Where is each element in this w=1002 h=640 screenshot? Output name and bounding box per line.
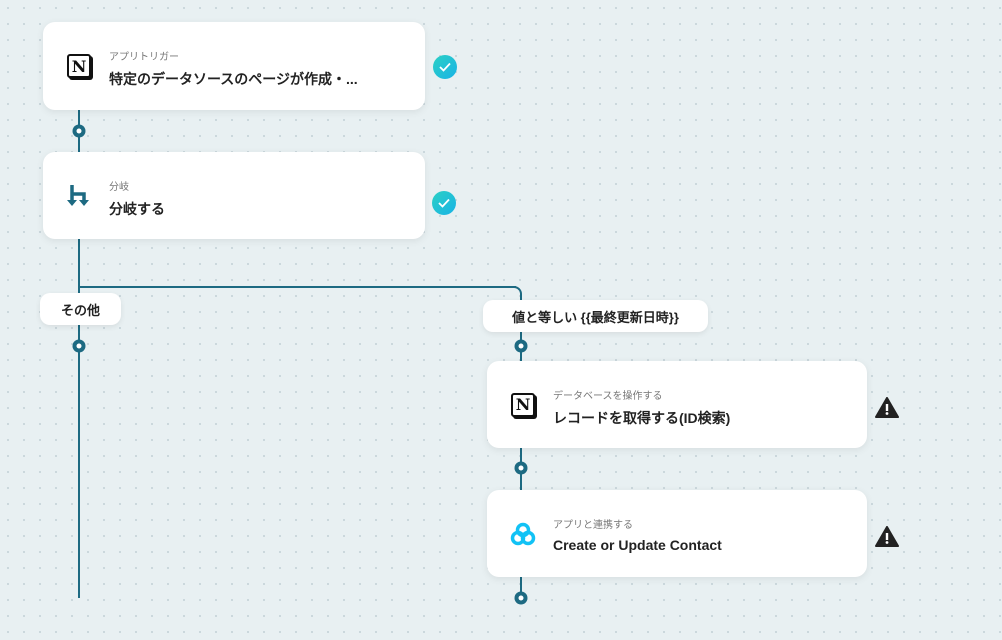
add-step-button[interactable]	[514, 591, 528, 605]
step-card-create-contact[interactable]: アプリと連携する Create or Update Contact	[487, 490, 867, 577]
branch-label-condition[interactable]: 値と等しい {{最終更新日時}}	[483, 300, 708, 332]
warning-icon	[875, 397, 899, 423]
step-card-get-record[interactable]: N データベースを操作する レコードを取得する(ID検索)	[487, 361, 867, 448]
branch-line	[78, 286, 516, 288]
notion-icon: N	[509, 391, 537, 419]
step-subtitle: アプリトリガー	[109, 52, 179, 63]
step-card-trigger[interactable]: N アプリトリガー 特定のデータソースのページが作成・...	[43, 22, 425, 110]
step-subtitle: 分岐	[109, 182, 129, 193]
step-card-branch[interactable]: 分岐 分岐する	[43, 152, 425, 239]
check-icon	[433, 55, 457, 79]
add-step-button[interactable]	[72, 124, 86, 138]
step-subtitle: データベースを操作する	[553, 391, 663, 402]
check-icon	[432, 191, 456, 215]
warning-icon	[875, 526, 899, 552]
step-title: 特定のデータソースのページが作成・...	[109, 71, 358, 87]
add-step-button[interactable]	[72, 339, 86, 353]
step-title: 分岐する	[109, 201, 165, 217]
step-subtitle: アプリと連携する	[553, 520, 633, 531]
connector-line	[520, 298, 522, 598]
branch-corner	[506, 286, 522, 302]
notion-icon: N	[65, 52, 93, 80]
add-step-button[interactable]	[514, 339, 528, 353]
step-title: Create or Update Contact	[553, 537, 722, 553]
app-icon	[509, 520, 537, 548]
branch-icon	[65, 182, 93, 210]
step-title: レコードを取得する(ID検索)	[553, 410, 731, 426]
branch-label-other[interactable]: その他	[40, 293, 121, 325]
add-step-button[interactable]	[514, 461, 528, 475]
connector-line	[78, 110, 80, 598]
